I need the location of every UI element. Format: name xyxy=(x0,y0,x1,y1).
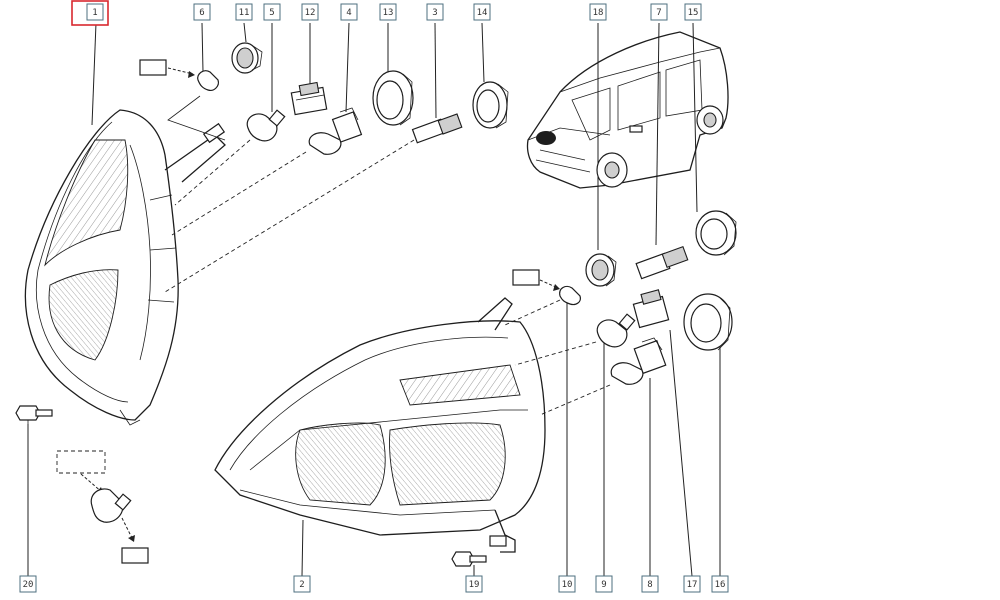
callout-19: 19 xyxy=(469,580,480,590)
callout-labels: 1 6 11 5 12 4 13 3 14 18 7 15 xyxy=(19,0,729,593)
halogen-bulb-4 xyxy=(171,107,363,236)
callout-8: 8 xyxy=(647,580,652,590)
wedge-bulb-7 xyxy=(635,245,689,280)
cap-13 xyxy=(372,70,414,126)
callout-1: 1 xyxy=(92,8,97,18)
callout-14: 14 xyxy=(477,8,488,18)
bulb-holder-12 xyxy=(290,81,328,116)
bolt-19 xyxy=(451,551,487,567)
callout-10: 10 xyxy=(562,580,573,590)
cap-18 xyxy=(585,253,617,287)
center-headlamp-unit xyxy=(214,297,546,553)
small-bulb-10 xyxy=(504,269,581,326)
callout-11: 11 xyxy=(239,8,250,18)
cap-16 xyxy=(683,293,733,351)
halogen-bulb-8 xyxy=(539,337,667,416)
wedge-bulb-3 xyxy=(164,113,463,293)
callout-16: 16 xyxy=(715,580,726,590)
callout-9: 9 xyxy=(601,580,606,590)
left-headlamp-unit xyxy=(24,109,226,426)
cap-14 xyxy=(472,81,509,129)
callout-20: 20 xyxy=(23,580,34,590)
car-silhouette xyxy=(526,31,729,189)
cap-11 xyxy=(231,42,263,74)
callout-7: 7 xyxy=(656,8,661,18)
small-bulb-6 xyxy=(139,59,226,141)
callout-6: 6 xyxy=(199,8,204,18)
bulb-side-left xyxy=(56,450,149,564)
bulb-9 xyxy=(514,313,636,366)
callout-18: 18 xyxy=(593,8,604,18)
callout-4: 4 xyxy=(346,8,351,18)
bulb-holder-17 xyxy=(632,289,670,329)
callout-3: 3 xyxy=(432,8,437,18)
callout-17: 17 xyxy=(687,580,698,590)
callout-12: 12 xyxy=(305,8,316,18)
callout-15: 15 xyxy=(688,8,699,18)
callout-13: 13 xyxy=(383,8,394,18)
bulb-5 xyxy=(174,109,286,206)
leader-lines xyxy=(27,22,721,577)
bolt-20 xyxy=(15,405,53,424)
cap-15 xyxy=(695,210,737,256)
callout-2: 2 xyxy=(299,580,304,590)
callout-5: 5 xyxy=(269,8,274,18)
